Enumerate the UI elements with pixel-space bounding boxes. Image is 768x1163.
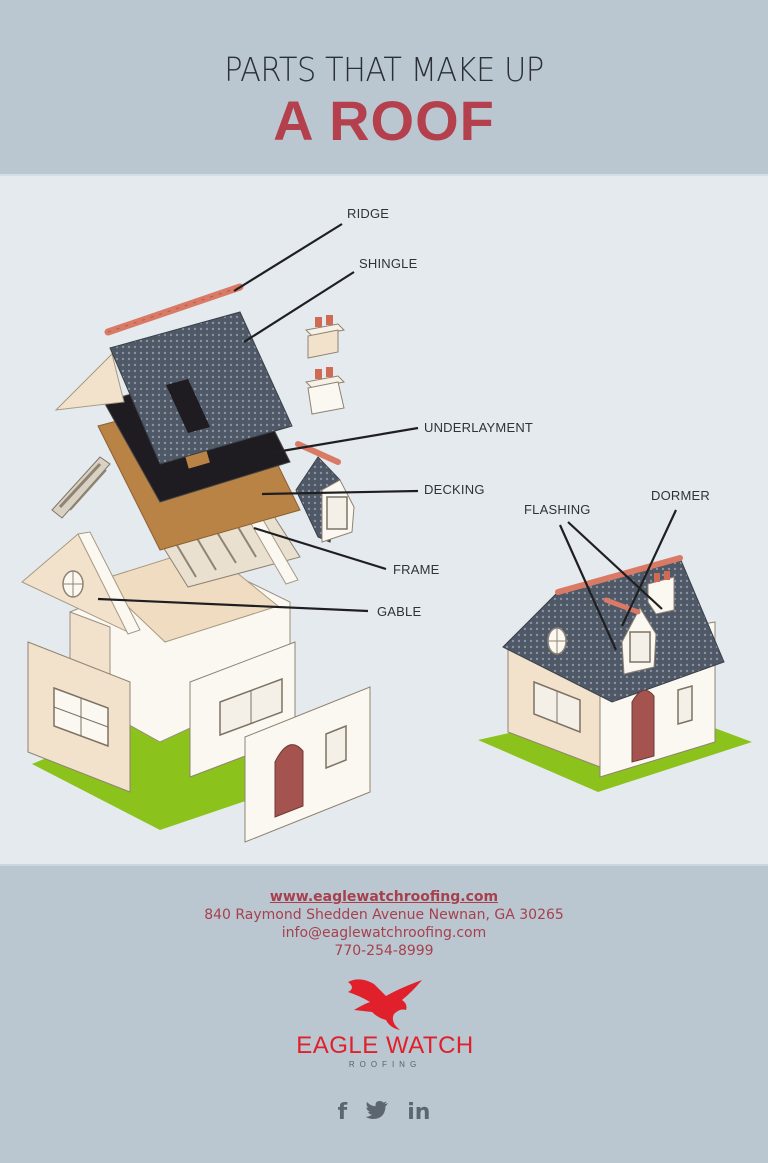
phone-number: 770-254-8999 xyxy=(334,943,434,959)
linkedin-icon[interactable]: in xyxy=(407,1100,431,1125)
brand-subtitle: ROOFING xyxy=(348,1060,422,1069)
facebook-icon[interactable]: f xyxy=(337,1100,348,1125)
address: 840 Raymond Shedden Avenue Newnan, GA 30… xyxy=(204,907,564,923)
house-ridge xyxy=(555,555,683,595)
shingle-layer xyxy=(109,311,293,465)
email-link[interactable]: info@eaglewatchroofing.com xyxy=(281,925,487,941)
twitter-icon[interactable] xyxy=(365,1100,389,1128)
label-shingle: SHINGLE xyxy=(359,256,418,271)
label-frame: FRAME xyxy=(393,562,440,577)
eagle-watch-logo: EAGLE WATCH ROOFING xyxy=(290,974,480,1074)
label-flashing: FLASHING xyxy=(524,502,591,517)
label-underlayment: UNDERLAYMENT xyxy=(424,420,534,435)
flashing-strip xyxy=(603,597,641,615)
footer: www.eaglewatchroofing.com 840 Raymond Sh… xyxy=(0,866,768,1163)
ridge-piece xyxy=(104,283,244,336)
door-left xyxy=(274,744,304,818)
chimney-pieces xyxy=(304,315,346,415)
label-dormer: DORMER xyxy=(651,488,710,503)
exploded-house-illustration xyxy=(21,223,752,843)
title-line-2: A ROOF xyxy=(273,89,495,152)
label-decking: DECKING xyxy=(424,482,485,497)
contact-info: www.eaglewatchroofing.com 840 Raymond Sh… xyxy=(0,888,768,960)
brand-name: EAGLE WATCH xyxy=(296,1032,474,1059)
title-line-1: PARTS THAT MAKE UP xyxy=(224,50,544,89)
roof-diagram: RIDGE SHINGLE UNDERLAYMENT DECKING FRAME… xyxy=(0,174,768,866)
leader-lines xyxy=(97,223,677,651)
label-ridge: RIDGE xyxy=(347,206,390,221)
header: PARTS THAT MAKE UP A ROOF xyxy=(0,0,768,174)
frame-left xyxy=(51,456,111,519)
door-right xyxy=(631,689,655,763)
label-gable: GABLE xyxy=(377,604,422,619)
website-link[interactable]: www.eaglewatchroofing.com xyxy=(269,889,499,905)
social-links: f in xyxy=(0,1100,768,1128)
eagle-icon xyxy=(348,979,422,1030)
